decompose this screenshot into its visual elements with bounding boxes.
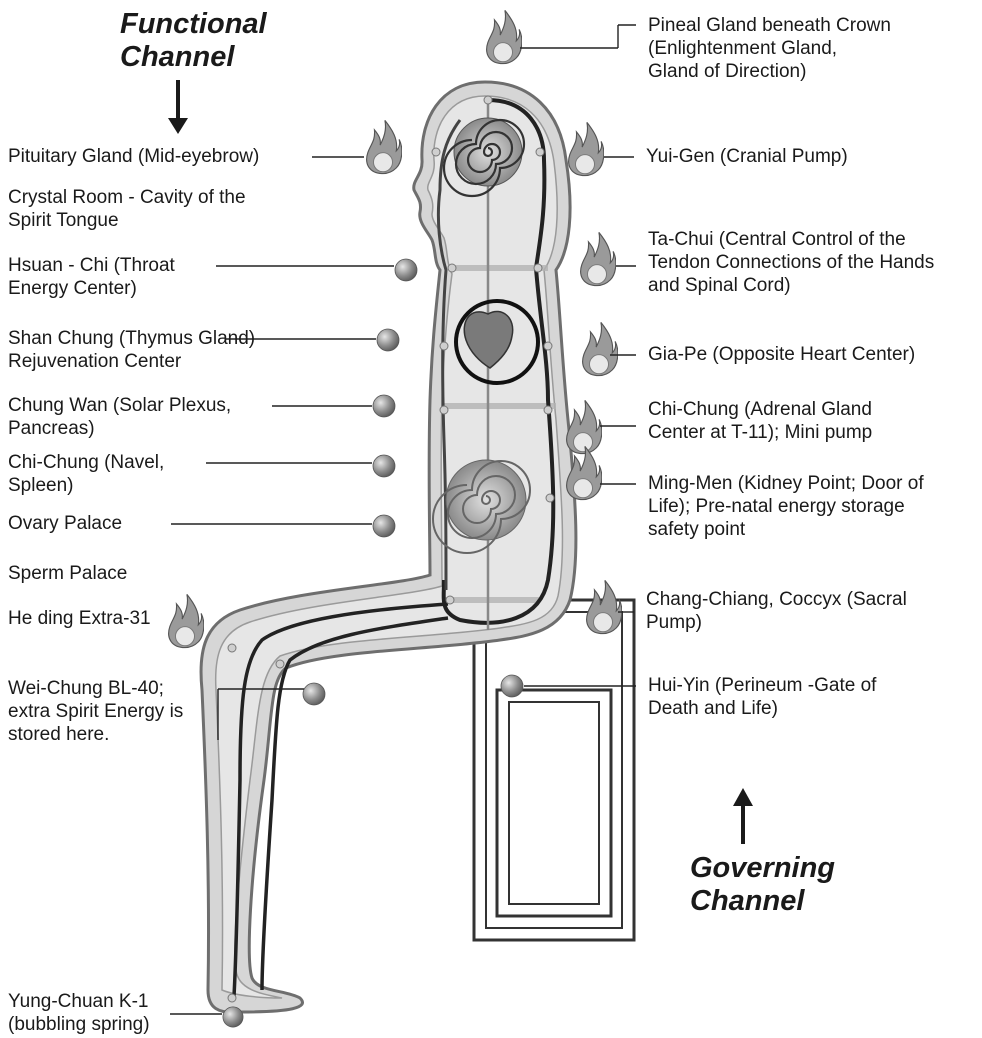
flame-icon	[567, 400, 602, 453]
label-sperm-palace: Sperm Palace	[8, 562, 127, 585]
label-hsuan-chi: Hsuan - Chi (Throat Energy Center)	[8, 254, 175, 300]
label-wei-chung: Wei-Chung BL-40; extra Spirit Energy is …	[8, 677, 183, 746]
label-pineal: Pineal Gland beneath Crown (Enlightenmen…	[648, 14, 891, 83]
flame-icon	[367, 120, 402, 173]
label-he-ding: He ding Extra-31	[8, 607, 151, 630]
label-chi-chung-navel: Chi-Chung (Navel, Spleen)	[8, 451, 164, 497]
label-crystal-room: Crystal Room - Cavity of the Spirit Tong…	[8, 186, 246, 232]
flame-icon	[169, 594, 204, 647]
energy-ball-icon	[501, 675, 523, 697]
functional-channel-arrow-icon	[168, 80, 188, 134]
label-yui-gen: Yui-Gen (Cranial Pump)	[646, 145, 848, 168]
flame-icon	[569, 122, 604, 175]
label-yung-chuan: Yung-Chuan K-1 (bubbling spring)	[8, 990, 150, 1036]
flame-icon	[487, 10, 522, 63]
flame-icon	[583, 322, 618, 375]
energy-ball-icon	[303, 683, 325, 705]
label-chi-chung-adrenal: Chi-Chung (Adrenal Gland Center at T-11)…	[648, 398, 872, 444]
energy-ball-icon	[373, 455, 395, 477]
label-ming-men: Ming-Men (Kidney Point; Door of Life); P…	[648, 472, 924, 541]
flame-icon	[587, 580, 622, 633]
label-gia-pe: Gia-Pe (Opposite Heart Center)	[648, 343, 915, 366]
energy-ball-icon	[223, 1007, 243, 1027]
label-hui-yin: Hui-Yin (Perineum -Gate of Death and Lif…	[648, 674, 876, 720]
seat-box	[474, 600, 634, 940]
label-chung-wan: Chung Wan (Solar Plexus, Pancreas)	[8, 394, 231, 440]
energy-ball-icon	[373, 515, 395, 537]
label-chang-chiang: Chang-Chiang, Coccyx (Sacral Pump)	[646, 588, 907, 634]
governing-channel-arrow-icon	[733, 788, 753, 844]
label-pituitary: Pituitary Gland (Mid-eyebrow)	[8, 145, 259, 168]
label-shan-chung: Shan Chung (Thymus Gland) Rejuvenation C…	[8, 327, 255, 373]
label-ta-chui: Ta-Chui (Central Control of the Tendon C…	[648, 228, 934, 297]
flame-icon	[581, 232, 616, 285]
label-ovary-palace: Ovary Palace	[8, 512, 122, 535]
energy-ball-icon	[395, 259, 417, 281]
governing-channel-heading: Governing Channel	[690, 852, 835, 918]
functional-channel-heading: Functional Channel	[120, 8, 267, 74]
energy-ball-icon	[377, 329, 399, 351]
energy-ball-icon	[373, 395, 395, 417]
